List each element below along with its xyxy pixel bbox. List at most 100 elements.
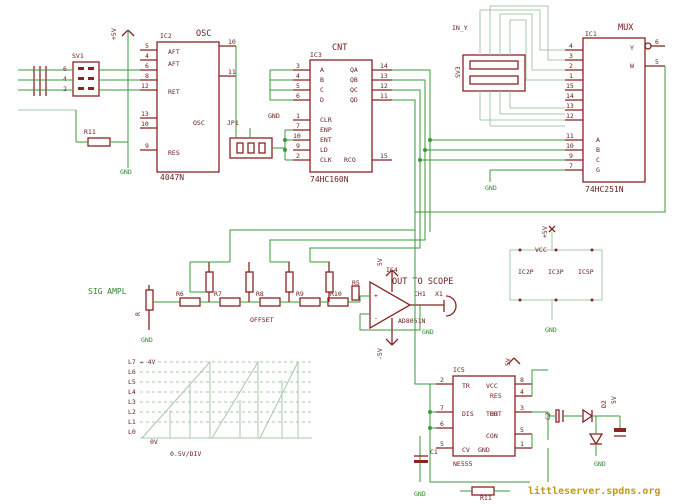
level-l3: L3: [128, 398, 136, 406]
mux-pin-num: 6: [655, 38, 659, 46]
wire-mux-out: [415, 66, 666, 213]
osc-pin-num: 12: [141, 82, 149, 90]
cnt-pin-qc: QC: [350, 86, 358, 94]
mux-pin-c: C: [596, 156, 600, 164]
osc-pin-num: 9: [145, 142, 149, 150]
resistor-r9[interactable]: R9: [296, 290, 321, 307]
cnt-pin-num: 2: [296, 152, 300, 160]
dac-top-wires: [190, 258, 330, 263]
resistor-r11[interactable]: R11: [75, 110, 128, 147]
ne555-pin-gnd: GND: [478, 446, 490, 454]
ne555-pin-cv: CV: [462, 446, 470, 454]
ne555-part: NE555: [453, 460, 473, 468]
ne555-pin-dis: DIS: [462, 410, 474, 418]
mux-pin-num: 7: [569, 162, 573, 170]
cnt-enable-wires: [272, 129, 293, 161]
gnd-label-power: GND: [545, 326, 557, 334]
mux-chip[interactable]: [582, 37, 646, 183]
ne555-pin-num: 7: [440, 404, 444, 412]
sv1-label: SV1: [72, 52, 84, 60]
ne555-right-wires: [531, 369, 549, 482]
cnt-pin-num: 1: [296, 112, 300, 120]
resistor-r8[interactable]: R8: [256, 290, 281, 307]
capacitor-group-osc: [18, 66, 140, 111]
mux-pin-num: 11: [566, 132, 574, 140]
cnt-pin-qb: QB: [350, 76, 358, 84]
jumper-label: JP1: [227, 119, 239, 127]
mux-title: MUX: [618, 23, 634, 33]
resistor-r7[interactable]: R7: [214, 290, 241, 307]
mux-pin-num: 1: [569, 72, 573, 80]
cnt-pin-num: 13: [380, 72, 388, 80]
mux-pin-num: 14: [566, 92, 574, 100]
cnt-pin-num: 12: [380, 82, 388, 90]
level-l4: L4: [128, 388, 136, 396]
resistor-r11-bottom[interactable]: R11: [471, 486, 495, 502]
mux-part-number: 74HC251N: [585, 185, 624, 194]
osc-pin-osc: OSC: [193, 119, 205, 127]
sv3-connector[interactable]: IN_Y SV3: [452, 24, 526, 92]
osc-block: OSC IC2 4047N AFT AFT RET RES OSC 5 4 6 …: [140, 29, 236, 182]
bnc-connector-icon[interactable]: [410, 295, 457, 317]
ne555-pin-out: OUT: [490, 410, 502, 418]
wire-qc: [392, 89, 565, 161]
gnd-label-scope: GND: [422, 328, 434, 336]
ch1-label: CH1: [414, 290, 426, 298]
wire-dac-bus: [269, 140, 431, 262]
level-l5: L5: [128, 378, 136, 386]
div-label: 0.5V/DIV: [170, 450, 201, 458]
r6-label: R6: [176, 290, 184, 298]
osc-pin-num: 6: [145, 62, 149, 70]
ne555-ic-label: IC5: [453, 366, 465, 374]
gnd-label-cnt: GND: [268, 112, 280, 120]
level-l0: L0: [128, 428, 136, 436]
cnt-pin-qd: QD: [350, 96, 358, 104]
cnt-pin-num: 4: [296, 72, 300, 80]
osc-pin-aft2: AFT: [168, 60, 180, 68]
mux-ic-label: IC1: [585, 30, 597, 38]
mux-block: MUX IC1 74HC251N A B C G Y W 4 3 2 1 15: [565, 23, 665, 194]
opamp-plus-5v: 5V: [376, 258, 384, 266]
jumper-header[interactable]: JP1: [227, 119, 273, 159]
capacitor-c1[interactable]: C1: [414, 448, 438, 463]
ne555-chip[interactable]: [452, 375, 516, 457]
cnt-pin-num: 14: [380, 62, 388, 70]
osc-pin-num: 4: [145, 52, 149, 60]
osc-pin-num: 11: [228, 68, 236, 76]
wire-qa: [392, 69, 565, 141]
mux-pin-y: Y: [630, 44, 634, 52]
cnt-pin-a: A: [320, 66, 324, 74]
r7-label: R7: [214, 290, 222, 298]
sig-ampl-pot[interactable]: R: [134, 285, 154, 330]
r10-label: R10: [330, 290, 342, 298]
sv1-pin: 6: [63, 65, 67, 73]
mux-pin-num: 10: [566, 142, 574, 150]
mux-pin-num: 3: [569, 52, 573, 60]
dac-vertical-resistors[interactable]: [205, 262, 334, 302]
osc-title: OSC: [196, 29, 211, 39]
sv3-title: IN_Y: [452, 24, 468, 32]
opamp-minus: -: [374, 314, 378, 322]
osc-pin-ret: RET: [168, 88, 180, 96]
cnt-pin-rco: RCO: [344, 156, 356, 164]
vcc-label: +5V: [110, 28, 118, 40]
level-graph: L7 = 4V L6 L5 L4 L3 L2 L1 L0 0V 0.5V/DIV: [128, 358, 312, 458]
sv1-connector[interactable]: SV1 6 4 2: [63, 52, 100, 97]
ne555-pin-res: RES: [490, 392, 502, 400]
counter-chip[interactable]: [309, 59, 373, 173]
staircase-ticks: [169, 380, 283, 438]
r-feedback-label: R5: [352, 279, 360, 287]
osc-chip[interactable]: [156, 41, 220, 173]
opamp-minus-5v: -5V: [376, 348, 384, 360]
ne555-pin-num: 4: [520, 388, 524, 396]
gnd-label-d2: GND: [594, 460, 606, 468]
cnt-pin-qa: QA: [350, 66, 358, 74]
sv3-lines: [479, 6, 511, 126]
c2-d2-wires: [548, 415, 621, 456]
cnt-pin-d: D: [320, 96, 324, 104]
mux-pin-num: 13: [566, 102, 574, 110]
level-l6: L6: [128, 368, 136, 376]
vcc-pwr-label: VCC: [535, 246, 547, 254]
d2-5v: 5V: [610, 396, 618, 404]
mux-pin-num: 4: [569, 42, 573, 50]
